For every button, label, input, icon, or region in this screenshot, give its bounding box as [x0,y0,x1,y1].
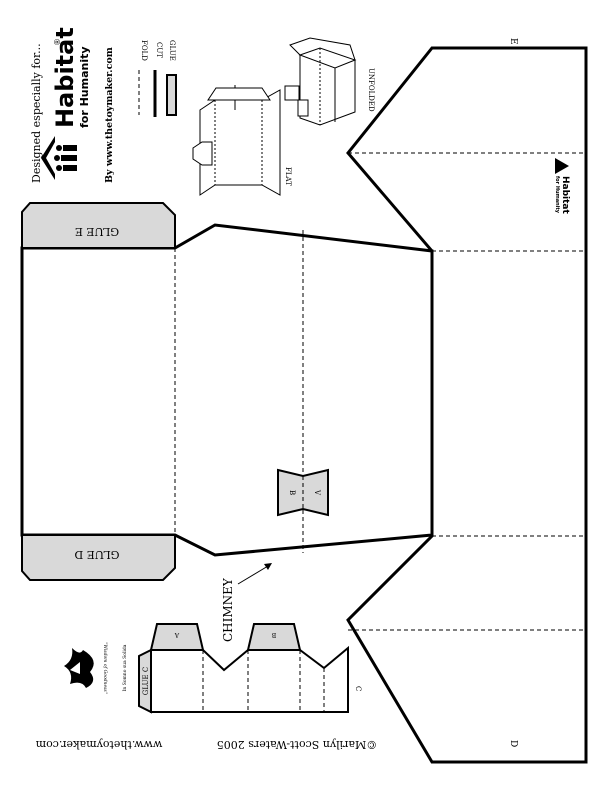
legend-cut-label: CUT [155,42,163,58]
glue-e-tab [21,202,176,249]
chimney-pointer: CHIMNEY [221,563,272,642]
glue-c-tab [138,648,152,714]
edge-label-d: D [508,740,518,747]
habitat-logo-icon [41,136,77,180]
legend: FOLD CUT GLUE [138,40,177,117]
brand-sub: for Humanity [78,46,91,128]
glue-a-tab [149,623,205,651]
byline-text: By www.thetoymaker.com [104,47,115,183]
slot-label-b: B [288,490,296,495]
legend-glue-swatch [166,74,177,116]
gable-piece: E D Habitat for Humanity [346,38,588,764]
legend-fold-label: FOLD [140,40,148,61]
seal-emblem: In Somno sua Solida "Wisdom of Goodness" [64,642,128,694]
slot-label-v: V [313,489,321,496]
seal-motto-top: In Somno sua Solida [122,644,128,691]
copyright-text: ©Marilyn Scott-Waters 2005 [217,738,377,751]
chimney-edge-c: C [354,686,362,691]
designed-for-text: Designed especially for... [30,43,43,183]
seal-motto-bottom: "Wisdom of Goodness" [102,642,108,694]
glue-c-label: GLUE C [142,667,150,695]
flat-preview: FLAT [192,85,292,196]
edge-label-e: E [508,38,518,45]
brand-reg: ® [53,38,62,46]
chimney-label: CHIMNEY [221,577,235,642]
glue-b-label: B [271,631,276,638]
flat-label: FLAT [284,167,292,186]
footer: www.thetoymaker.com ©Marilyn Scott-Water… [35,738,377,751]
svg-text:for Humanity: for Humanity [554,176,560,214]
chimney-piece: A B GLUE C C [138,623,362,714]
glue-a-label: A [174,631,180,638]
glue-e-label: GLUE E [75,225,119,238]
glue-b-tab [246,623,302,651]
legend-glue-label: GLUE [168,40,176,61]
header-block: Designed especially for... Habitat for H… [30,27,115,183]
gable-habitat-logo-icon: Habitat for Humanity [554,158,570,215]
wall-piece: GLUE E GLUE D B V [20,202,434,581]
glue-d-label: GLUE D [74,548,119,561]
unfolded-label: UNFOLDED [367,68,375,112]
brand-name: Habitat [51,27,79,128]
website-text: www.thetoymaker.com [35,738,162,751]
svg-text:Habitat: Habitat [560,176,570,215]
glue-d-tab [21,534,176,581]
unfolded-preview: UNFOLDED [284,37,375,126]
